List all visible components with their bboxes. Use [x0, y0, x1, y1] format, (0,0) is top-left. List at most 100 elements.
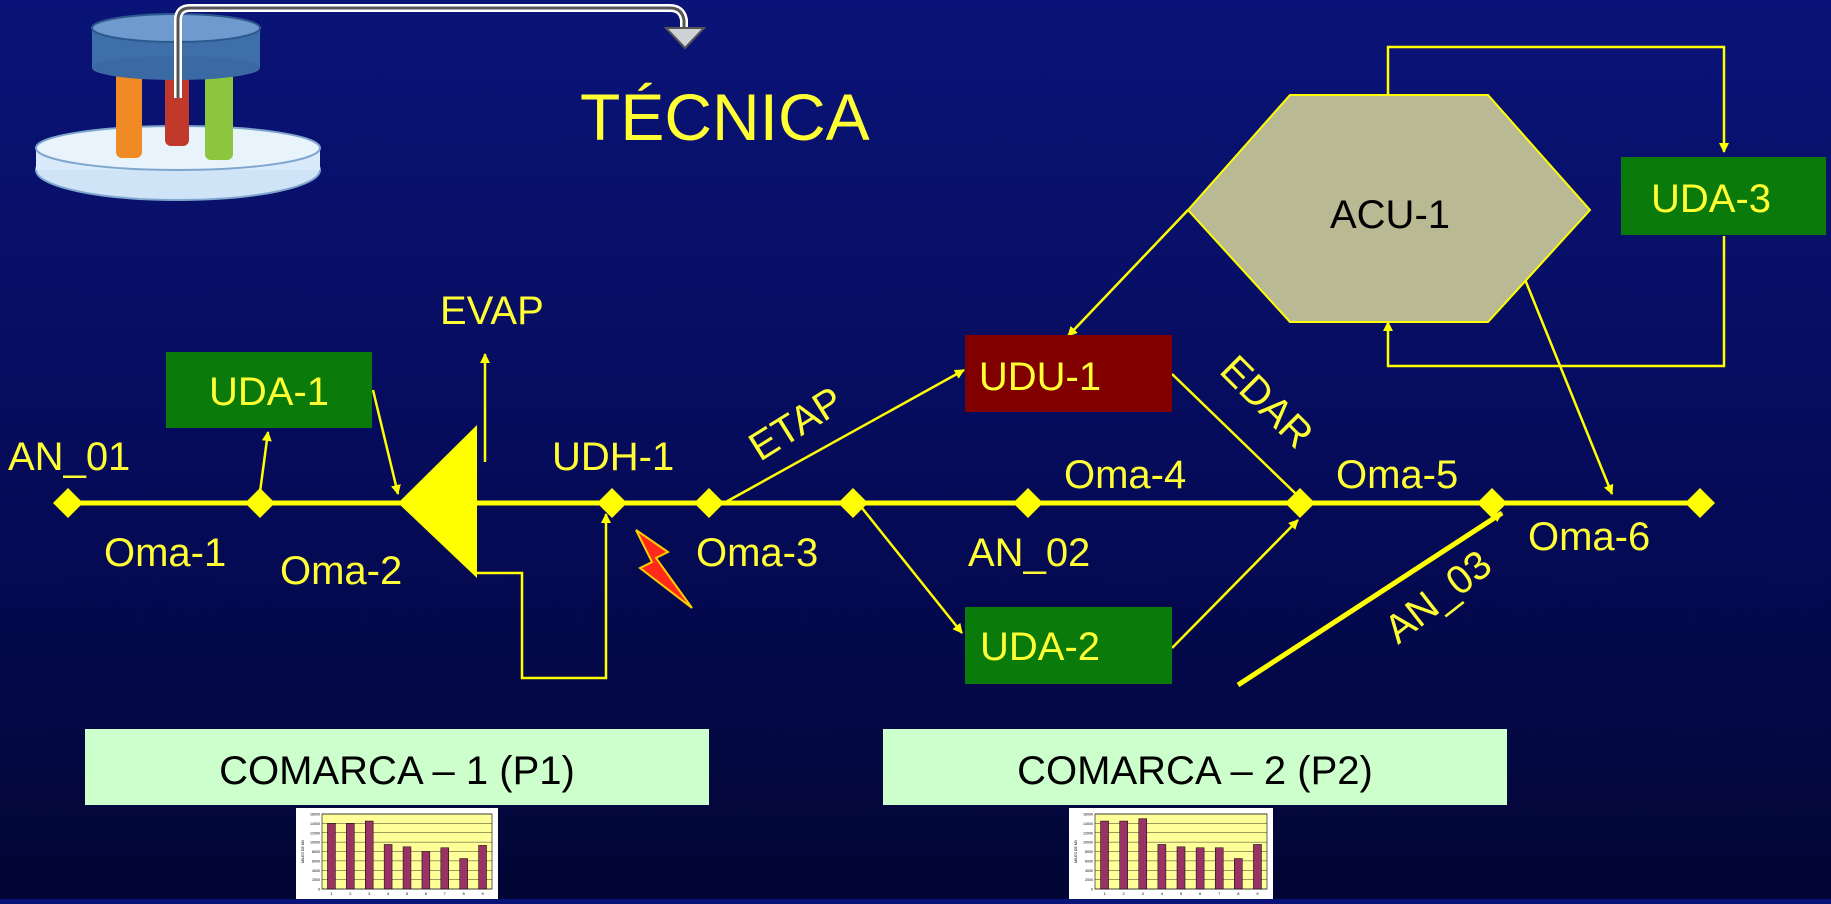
diamond-node	[245, 488, 275, 518]
x-tick-label: 8	[463, 891, 466, 896]
y-tick-label: 8000	[1085, 850, 1093, 854]
label-an-03: AN_03	[1376, 542, 1499, 652]
y-tick-label: 8000	[312, 850, 320, 854]
udu-1-box	[965, 335, 1172, 412]
bar	[346, 823, 355, 890]
diamond-node	[694, 488, 724, 518]
bar	[1253, 844, 1262, 890]
label-oma-4: Oma-4	[1064, 453, 1186, 497]
x-tick-label: 9	[481, 891, 484, 896]
y-tick-label: 4000	[1085, 869, 1093, 873]
label-etap: ETAP	[741, 379, 850, 470]
x-tick-label: 9	[1256, 891, 1259, 896]
y-tick-label: 16000	[1083, 813, 1093, 817]
an-03-inflow-line	[1236, 510, 1504, 688]
uda-2-label: UDA-2	[980, 625, 1100, 669]
label-evap: EVAP	[440, 289, 544, 333]
comarca-1-bar-chart: 0 2000 4000 6000 8000 10000 12000 14000 16000MIL…	[296, 808, 498, 899]
diamond-node	[1285, 488, 1315, 518]
bar	[1214, 847, 1224, 890]
comarca-1-box	[85, 729, 709, 805]
label-udh-1: UDH-1	[552, 435, 674, 479]
x-tick-label: 3	[1142, 891, 1145, 896]
uda-1-box	[166, 352, 372, 428]
udu-1-label: UDU-1	[979, 355, 1101, 399]
bar	[1100, 820, 1109, 890]
x-tick-label: 7	[1218, 891, 1221, 896]
label-oma-6: Oma-6	[1528, 515, 1650, 559]
slide-title: TÉCNICA	[580, 80, 870, 154]
comarca-1-label: COMARCA – 1 (P1)	[219, 749, 575, 793]
y-tick-label: 10000	[310, 841, 320, 845]
bar	[1157, 844, 1167, 890]
x-tick-label: 8	[1237, 891, 1240, 896]
x-tick-label: 2	[1123, 891, 1126, 896]
y-tick-label: 12000	[1083, 831, 1093, 835]
bar	[402, 846, 412, 890]
label-an-01: AN_01	[8, 435, 130, 479]
bar	[1176, 846, 1186, 890]
y-tick-label: 10000	[1083, 841, 1093, 845]
label-oma-2: Oma-2	[280, 549, 402, 593]
bar	[365, 820, 374, 890]
label-oma-3: Oma-3	[696, 531, 818, 575]
x-tick-label: 1	[330, 891, 333, 896]
bar	[1119, 820, 1128, 890]
y-tick-label: 14000	[310, 822, 320, 826]
comarca-2-label: COMARCA – 2 (P2)	[1017, 749, 1373, 793]
y-tick-label: 2000	[1085, 878, 1093, 882]
y-axis-label: MILES DE M3	[301, 840, 305, 863]
junction-diamonds	[53, 488, 1715, 518]
x-tick-label: 4	[1161, 891, 1164, 896]
uda-3-box	[1621, 157, 1826, 235]
triangle-node	[398, 425, 477, 578]
x-tick-label: 6	[425, 891, 428, 896]
acu-1-label: ACU-1	[1330, 193, 1450, 237]
uda-2-box	[965, 607, 1172, 684]
bar	[478, 845, 487, 890]
y-tick-label: 0	[1091, 888, 1093, 892]
diamond-node	[1685, 488, 1715, 518]
x-tick-label: 2	[349, 891, 352, 896]
diamond-node	[53, 488, 83, 518]
bar	[383, 844, 393, 890]
y-tick-label: 2000	[312, 878, 320, 882]
y-tick-label: 6000	[312, 859, 320, 863]
y-tick-label: 0	[318, 888, 320, 892]
bar	[1138, 818, 1148, 890]
y-tick-label: 16000	[310, 813, 320, 817]
comarca-2-box	[883, 729, 1507, 805]
bar	[327, 823, 336, 890]
label-an-02: AN_02	[968, 531, 1090, 575]
diamond-node	[1013, 488, 1043, 518]
label-edar: EDAR	[1212, 347, 1322, 457]
y-tick-label: 12000	[310, 831, 320, 835]
bar	[1195, 847, 1205, 890]
water-system-tank-icon	[35, 4, 707, 201]
y-tick-label: 4000	[312, 869, 320, 873]
bar	[440, 847, 449, 890]
comarca-2-bar-chart: 0 2000 4000 6000 8000 10000 12000 14000 16000MIL…	[1069, 808, 1273, 899]
label-oma-5: Oma-5	[1336, 453, 1458, 497]
diamond-node	[597, 488, 627, 518]
y-axis-label: MILES DE M3	[1074, 840, 1078, 863]
uda-3-label: UDA-3	[1651, 177, 1771, 221]
bar	[459, 858, 468, 890]
x-tick-label: 7	[444, 891, 447, 896]
y-tick-label: 6000	[1085, 859, 1093, 863]
bar	[1234, 858, 1243, 890]
x-tick-label: 1	[1103, 891, 1106, 896]
x-tick-label: 5	[406, 891, 409, 896]
bar	[421, 851, 431, 890]
diamond-node	[838, 488, 868, 518]
x-tick-label: 4	[387, 891, 390, 896]
label-oma-1: Oma-1	[104, 531, 226, 575]
uda-1-label: UDA-1	[209, 370, 329, 414]
diamond-node	[1477, 488, 1507, 518]
acu-1-hexagon	[1186, 94, 1592, 323]
y-tick-label: 14000	[1083, 822, 1093, 826]
x-tick-label: 3	[368, 891, 371, 896]
lightning-icon	[635, 529, 693, 609]
